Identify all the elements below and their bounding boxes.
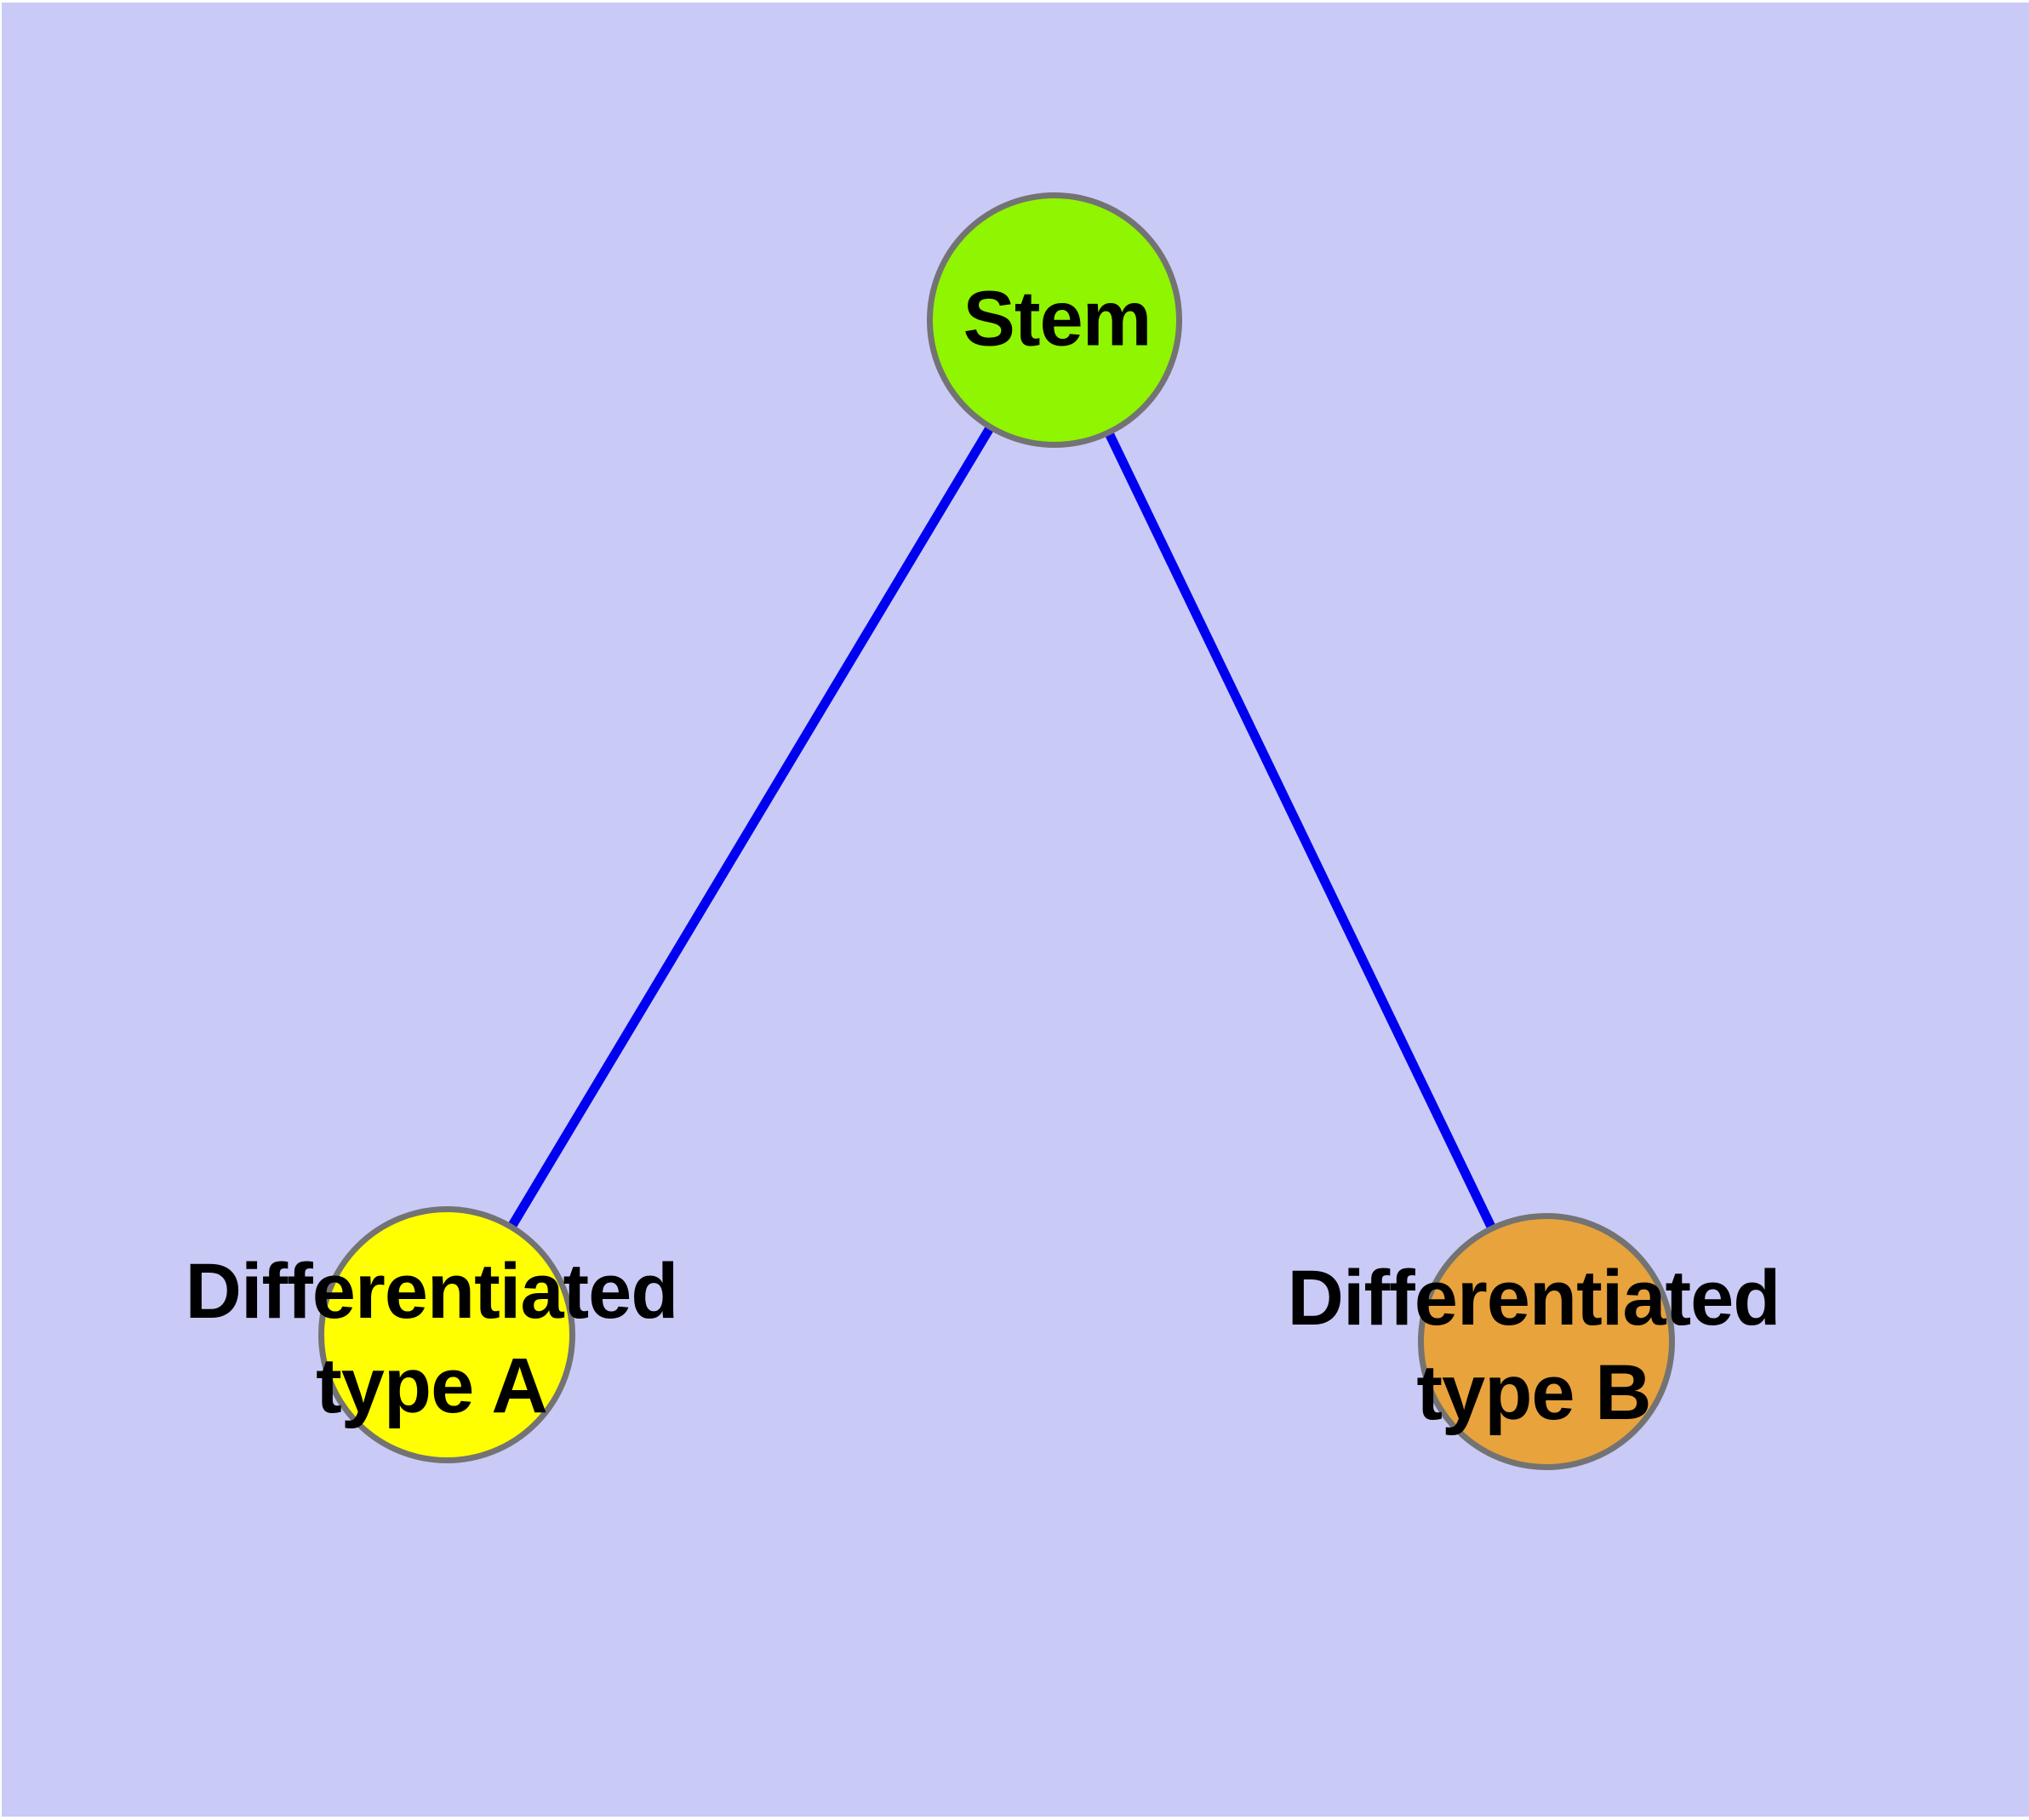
- node-label-stem: Stem: [963, 272, 1152, 367]
- node-type-a[interactable]: [318, 1206, 575, 1463]
- node-label-type-a: Differentiated type A: [185, 1245, 679, 1434]
- node-type-b[interactable]: [1418, 1213, 1675, 1470]
- label-line: type A: [316, 1342, 548, 1429]
- edges-layer: [443, 318, 1551, 1344]
- edge-stem-to-type-b: [1050, 318, 1551, 1344]
- edge-stem-to-type-a: [443, 318, 1059, 1337]
- node-label-type-b: Differentiated type B: [1287, 1251, 1781, 1440]
- label-line: Differentiated: [185, 1248, 679, 1335]
- label-line: Stem: [963, 275, 1152, 363]
- label-line: type B: [1416, 1349, 1651, 1436]
- node-stem[interactable]: [927, 192, 1182, 448]
- graph-canvas: Stem Differentiated type A Differentiate…: [2, 3, 2029, 1817]
- label-line: Differentiated: [1287, 1255, 1781, 1342]
